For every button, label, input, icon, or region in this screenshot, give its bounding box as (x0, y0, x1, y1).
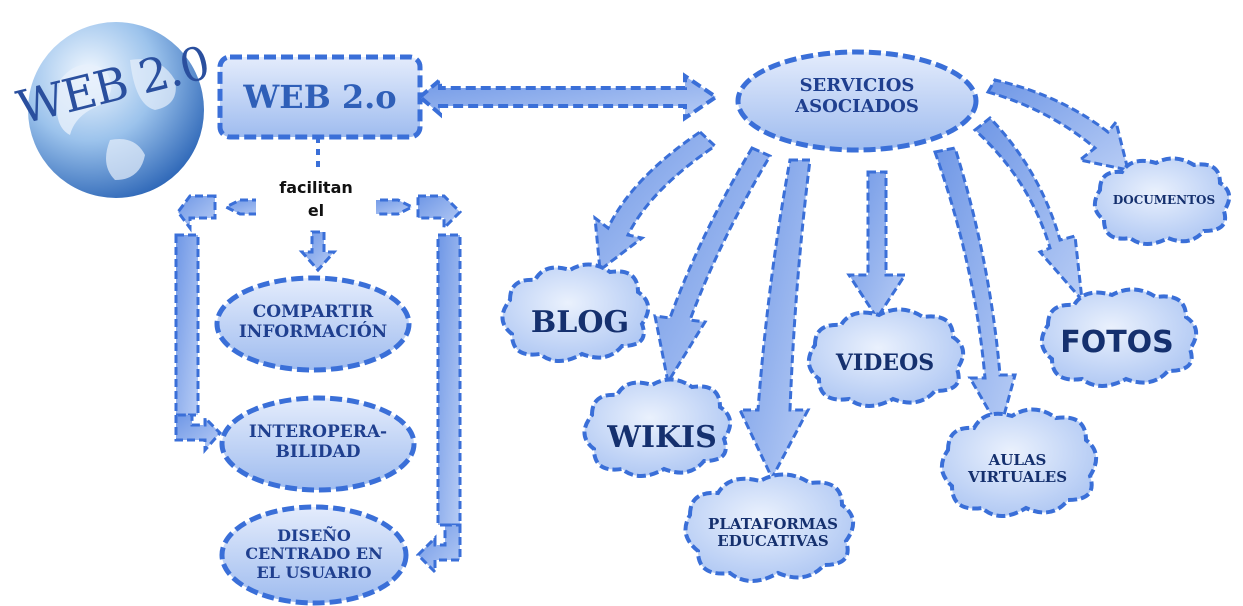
cloud-aulas (940, 407, 1098, 518)
cloud-wikis (582, 377, 732, 478)
feature-compartir (214, 275, 412, 373)
feature-interop-label: INTEROPERA- BILIDAD (248, 422, 388, 462)
double-arrow (416, 72, 720, 122)
feature-diseno (219, 504, 409, 606)
service-documentos-label: DOCUMENTOS (1112, 193, 1216, 207)
service-wikis-label: WIKIS (607, 420, 717, 455)
cloud-plataformas (683, 472, 855, 583)
feature-diseno-label: DISEÑO CENTRADO EN EL USUARIO (245, 526, 383, 582)
service-aulas-label: AULAS VIRTUALES (967, 451, 1068, 487)
service-blog-label: BLOG (530, 305, 630, 340)
cloud-blog (500, 262, 650, 363)
service-videos-label: VIDEOS (835, 350, 935, 376)
cloud-documentos (1092, 156, 1232, 246)
globe-icon (28, 22, 204, 198)
services-hub-label: SERVICIOS ASOCIADOS (795, 75, 919, 117)
left-branch (174, 194, 463, 576)
service-arrows (593, 78, 1131, 482)
service-plataformas-label: PLATAFORMAS EDUCATIVAS (708, 515, 838, 551)
main-box-label: WEB 2.o (243, 78, 397, 116)
cloud-videos (807, 307, 965, 408)
feature-interop (219, 395, 417, 493)
services-hub (735, 49, 979, 153)
connector-label: facilitan el (256, 176, 376, 223)
feature-compartir-label: COMPARTIR INFORMACIÓN (238, 302, 388, 342)
cloud-fotos (1040, 287, 1198, 388)
service-fotos-label: FOTOS (1060, 325, 1174, 360)
